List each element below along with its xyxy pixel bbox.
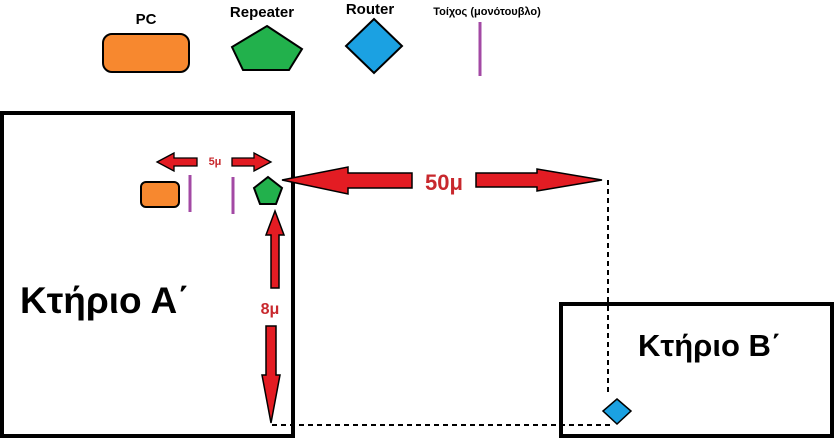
arrow-8m-up xyxy=(264,208,286,289)
measure-5m-label: 5μ xyxy=(209,156,222,168)
building-a-label: Κτήριο Α΄ xyxy=(20,280,190,321)
building-a xyxy=(0,111,295,438)
measure-50m-label: 50μ xyxy=(425,170,463,195)
router-icon-building-b xyxy=(601,398,633,426)
legend-wall-label: Τοίχος (μονότουβλο) xyxy=(433,6,541,18)
arrow-8m-down xyxy=(261,325,281,424)
building-b xyxy=(559,302,834,438)
arrow-50m: 50μ xyxy=(281,166,603,195)
pc-icon xyxy=(102,33,190,73)
arrow-50m-right xyxy=(475,168,603,192)
arrow-8m: 8μ xyxy=(261,208,286,424)
router-icon xyxy=(344,17,404,75)
building-b-label: Κτήριο Β΄ xyxy=(638,328,781,363)
legend-router-label: Router xyxy=(346,1,394,18)
repeater-icon-building-a xyxy=(252,175,284,205)
legend-repeater-label: Repeater xyxy=(230,4,294,21)
arrow-5m-right xyxy=(231,151,273,173)
arrow-5m-left xyxy=(155,151,198,173)
pc-icon-building-a xyxy=(140,181,180,208)
legend: PC Repeater Router Τοίχος (μονότουβλο) xyxy=(102,1,541,76)
measure-8m-label: 8μ xyxy=(261,301,280,318)
arrow-50m-left xyxy=(281,166,413,195)
arrow-5m: 5μ xyxy=(155,151,273,173)
legend-pc-label: PC xyxy=(136,11,157,28)
repeater-icon xyxy=(230,24,304,71)
